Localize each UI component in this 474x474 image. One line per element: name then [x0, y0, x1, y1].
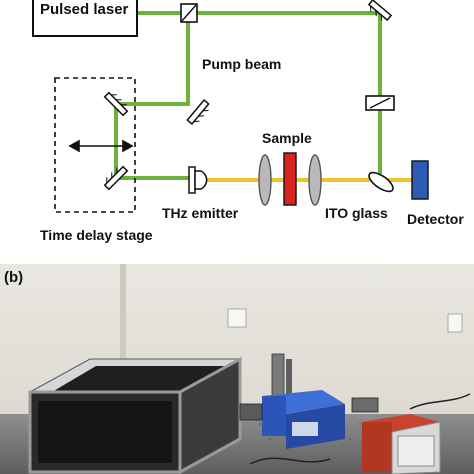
thz-emitter-label: THz emitter [162, 205, 239, 221]
pump-beam-label: Pump beam [202, 56, 282, 72]
delay-double-arrow-icon [68, 139, 134, 153]
detector-block [411, 160, 429, 200]
setup-schematic [32, 0, 429, 213]
photo-wall-corner [120, 264, 126, 384]
setup-photo [0, 264, 474, 474]
wall-outlet-left [227, 308, 247, 328]
time-delay-stage-label: Time delay stage [40, 227, 153, 243]
delay-mirror-upper-icon [103, 91, 129, 117]
time-delay-stage-box [54, 77, 136, 213]
blue-instrument [262, 390, 345, 449]
pulsed-laser-box [32, 0, 138, 37]
red-detector-box [362, 414, 441, 474]
lens-left-icon [258, 154, 272, 206]
optics-post-2 [286, 359, 292, 399]
sample-label: Sample [262, 130, 312, 146]
cable [249, 457, 331, 465]
pulsed-laser-label: Pulsed laser [40, 1, 129, 18]
delay-mirror-lower-icon [103, 165, 129, 191]
detector-label: Detector [407, 211, 464, 227]
laser-beam-main [136, 11, 382, 174]
mirror-top-right-icon [367, 0, 393, 22]
device-small-left [239, 403, 263, 421]
panel-b-label: (b) [4, 269, 24, 286]
wall-outlet-right [447, 313, 463, 333]
sample-block [283, 152, 297, 206]
laser-beam-pump-branch [114, 11, 192, 180]
thz-emitter-icon [188, 166, 208, 194]
lens-right-icon [308, 154, 322, 206]
laser-beam-paths [114, 11, 382, 180]
laser-enclosure [28, 356, 242, 474]
ito-glass-icon [368, 171, 394, 193]
polarizer-icon [365, 95, 395, 111]
beam-splitter-icon [180, 3, 198, 23]
ito-glass-label: ITO glass [325, 205, 388, 221]
device-small-right [351, 397, 379, 413]
cable-2 [409, 393, 471, 410]
pump-mirror-icon [186, 99, 210, 125]
optics-post [271, 353, 285, 400]
